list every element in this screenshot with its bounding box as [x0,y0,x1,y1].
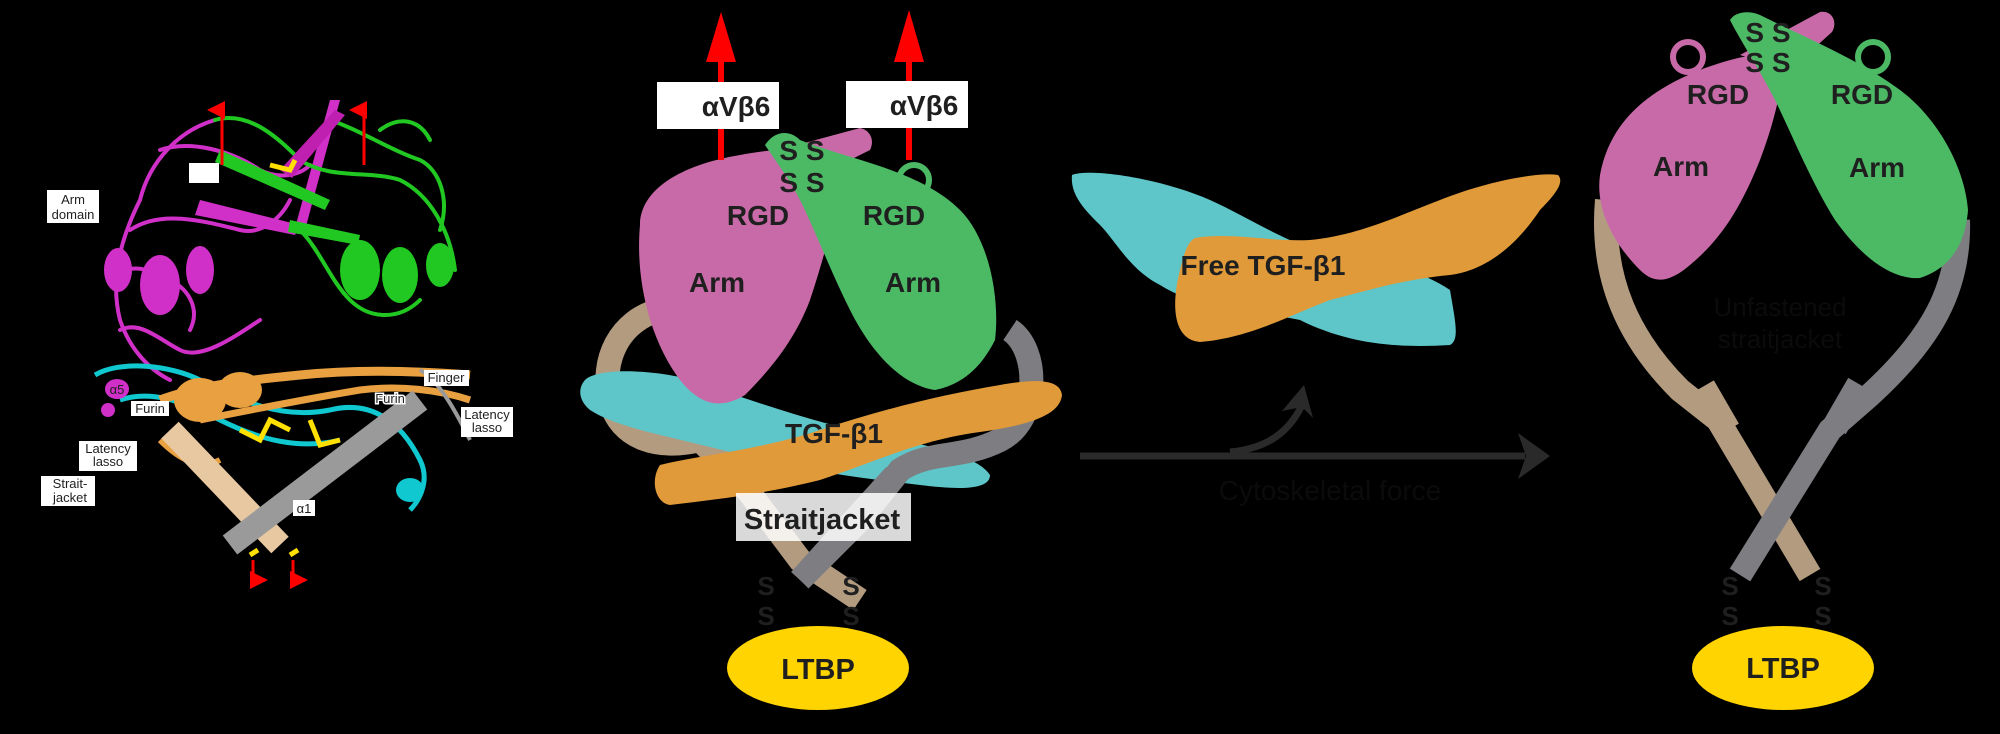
disulfide-bottom-latent: S S S S [757,571,859,631]
integrin-left-text: αVβ6 [702,91,771,122]
disulfide-bottom-right-2: S [842,601,859,631]
green-arm-shape [765,133,997,390]
disulfide-top-open: S S S S [1745,17,1790,78]
growth-factor-ribbons [93,363,472,512]
label-arm-domain-line1: Arm [61,192,85,207]
force-arrows [207,101,367,589]
rgd-left-open-label: RGD [1687,79,1749,110]
blank-label-box [189,163,219,183]
disulfide-bottom-open-left-2: S [1721,601,1738,631]
magenta-arm-ribbon [108,118,312,382]
label-latency-lasso-right-line2: lasso [472,420,502,435]
label-straitjacket-line1: Strait- [53,476,88,491]
label-latency-lasso-left-line1: Latency [85,441,131,456]
label-alpha1: α1 [293,500,315,516]
disulfide-bottom-open-right-2: S [1814,601,1831,631]
ltbp-open-text: LTBP [1746,653,1820,685]
arm-left-open-label: Arm [1653,151,1709,182]
disulfide-bottom-left-1: S [757,571,774,601]
label-furin-left: Furin [131,401,169,416]
integrin-right-text: αVβ6 [890,90,959,121]
disulfide-sticks [238,158,341,558]
cytoskeletal-force-label: Cytoskeletal force [1219,475,1442,506]
disulfide-top-line2: S S [779,167,824,198]
green-arm-ribbon [213,116,457,317]
disulfide-top-line1: S S [779,135,824,166]
gray-lasso-loop [791,320,1044,589]
label-furin-right: Furin Furin [374,390,407,408]
tan-lasso-open [1594,198,1821,582]
label-furin-right-halo: Furin [375,391,405,406]
growth-factor-orange [654,381,1062,505]
center-label-line1: Unfastened [1714,292,1847,322]
arm-right-open-label: Arm [1849,152,1905,183]
ltbp-latent-text: LTBP [781,654,855,686]
latent-complex-panel: αVβ6 αVβ6 S S S S RGD RGD Arm Arm TGF-β1… [580,10,1062,710]
disulfide-top-open-line1: S S [1745,17,1790,48]
label-straitjacket-line2: jacket [52,490,87,505]
unfastened-straitjacket-label: Unfastened straitjacket [1714,292,1847,354]
label-latency-lasso-left: Latency lasso [79,441,137,471]
label-latency-lasso-right-line1: Latency [464,407,510,422]
rgd-left-label: RGD [727,200,789,231]
straitjacket-text: Straitjacket [744,504,901,536]
ltbp-latent: LTBP [727,626,909,710]
integrin-label-right: αVβ6 [846,81,968,128]
label-furin-left-text: Furin [135,401,165,416]
integrin-label-left: αVβ6 [657,82,779,129]
structure-panel: Arm domain α5 Furin Latency lasso Strait… [41,100,513,589]
disulfide-top-latent: S S S S [779,135,824,198]
arm-left-label: Arm [689,267,745,298]
green-arm-open [1730,12,1968,279]
free-tgf-beta1: Free TGF-β1 [1071,172,1561,346]
center-label-line2: straitjacket [1718,324,1843,354]
straitjacket-label: Straitjacket [736,493,911,541]
transition-arrows [1080,385,1550,479]
rgd-right-label: RGD [863,200,925,231]
label-finger: Finger [424,370,469,386]
disulfide-bottom-open-left-1: S [1721,571,1738,601]
ltbp-open: LTBP [1692,626,1874,710]
open-complex-panel: S S S S RGD RGD Arm Arm Unfastened strai… [1594,11,1971,710]
release-arrowhead [1282,385,1313,418]
label-straitjacket: Strait- jacket [41,476,95,506]
growth-factor-cyan [580,371,990,488]
disulfide-bottom-left-2: S [757,601,774,631]
disulfide-bottom-open: S S S S [1721,571,1831,631]
gray-lasso-notch [1823,377,1871,435]
release-arrow-curve [1229,403,1306,456]
label-arm-domain: Arm domain [47,190,99,223]
label-latency-lasso-left-line2: lasso [93,454,123,469]
red-arrowhead-right [894,10,924,62]
label-alpha1-text: α1 [297,501,312,516]
rgd-right-open-label: RGD [1831,79,1893,110]
label-alpha5-text: α5 [110,382,125,397]
label-finger-text: Finger [428,370,466,385]
tgf-beta1-label: TGF-β1 [785,418,883,449]
label-latency-lasso-right: Latency lasso [461,407,513,437]
transition-panel: Free TGF-β1 Cytoskeletal force [1071,172,1561,506]
main-arrowhead [1518,433,1550,479]
free-tgf-beta1-label: Free TGF-β1 [1181,250,1346,281]
tan-lasso-notch [1693,380,1739,436]
label-alpha5: α5 [101,379,129,417]
label-furin-right-text: Furin [375,391,405,406]
label-arm-domain-line2: domain [52,207,95,222]
red-arrowhead-left [706,12,736,62]
disulfide-bottom-open-right-1: S [1814,571,1831,601]
arm-right-label: Arm [885,267,941,298]
green-helices [215,150,454,303]
disulfide-top-open-line2: S S [1745,47,1790,78]
disulfide-bottom-right-1: S [842,571,859,601]
